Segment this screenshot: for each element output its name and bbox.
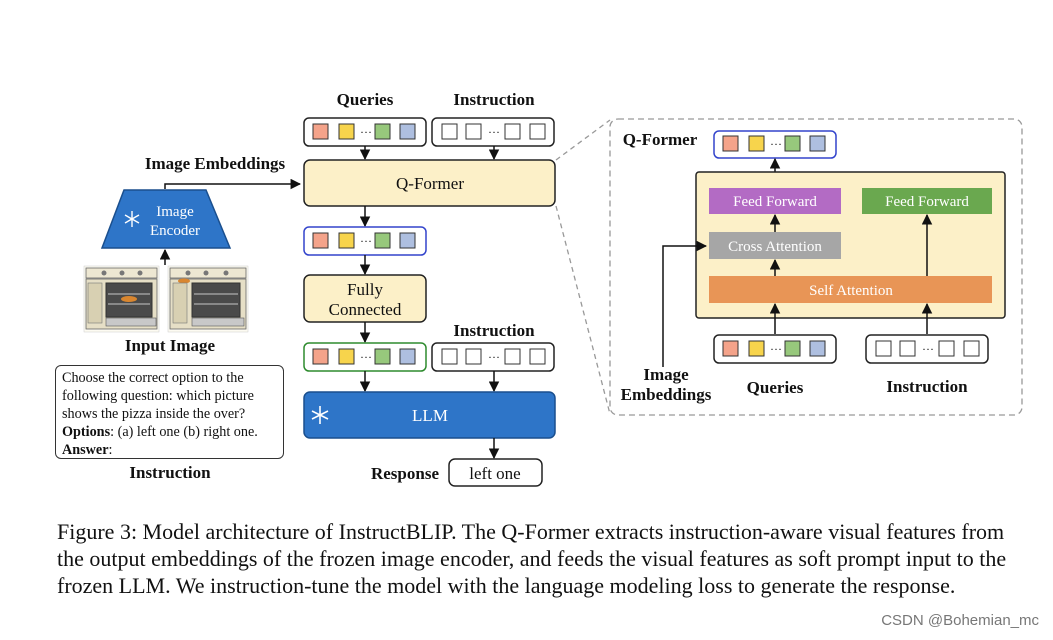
zoom-connector-bottom: [555, 205, 611, 415]
instruction-label-mid: Instruction: [453, 321, 535, 340]
fc-line1: Fully: [347, 280, 383, 299]
feed-forward-right-block: [862, 188, 992, 214]
feed-forward-left-label: Feed Forward: [733, 194, 817, 210]
ellipsis: ···: [488, 125, 500, 139]
fc-line2: Connected: [329, 300, 402, 319]
encoder-line2: Encoder: [150, 223, 200, 239]
ellipsis: ···: [360, 234, 372, 248]
watermark: CSDN @Bohemian_mc: [881, 612, 1039, 629]
instruction-tokens-detail: ···: [865, 334, 989, 364]
input-image-label: Input Image: [125, 336, 216, 355]
answer-line: Answer:: [62, 441, 277, 459]
image-embeddings-detail-line1: Image: [643, 365, 689, 384]
response-label: Response: [371, 464, 439, 483]
self-attention-label: Self Attention: [809, 283, 893, 299]
response-value: left one: [469, 464, 520, 483]
instruction-line: shows the pizza inside the over?: [62, 406, 246, 422]
feed-forward-left-block: [709, 188, 841, 214]
llm-query-tokens: ···: [303, 342, 427, 372]
zoom-connector-top: [555, 119, 611, 161]
oven-image-right: [167, 265, 249, 333]
ellipsis: ···: [770, 137, 782, 151]
snowflake-icon: [124, 211, 140, 227]
instruction-line: Choose the correct option to the: [62, 370, 244, 386]
cross-attention-block: [709, 232, 841, 259]
options-line: Options: (a) left one (b) right one.: [62, 423, 277, 441]
ellipsis: ···: [488, 350, 500, 364]
ellipsis: ···: [360, 125, 372, 139]
instruction-line: following question: which picture: [62, 388, 254, 404]
ellipsis: ···: [922, 342, 934, 356]
queries-tokens-detail: ···: [713, 334, 837, 364]
qformer-output-tokens-detail: ···: [713, 130, 837, 159]
oven-image-left: [83, 265, 160, 333]
qformer-label: Q-Former: [396, 174, 464, 193]
instruction-detail-label: Instruction: [886, 377, 968, 396]
queries-label: Queries: [337, 90, 394, 109]
response-box: [448, 458, 543, 487]
snowflake-icon: [311, 406, 329, 424]
qformer-block: [303, 159, 556, 207]
qformer-detail-title: Q-Former: [623, 130, 698, 149]
cross-attention-label: Cross Attention: [728, 239, 822, 255]
answer-colon: :: [108, 442, 113, 458]
llm-instruction-tokens: ···: [431, 342, 555, 372]
instruction-label-left: Instruction: [129, 463, 211, 482]
llm-label: LLM: [412, 406, 448, 425]
figure-caption: Figure 3: Model architecture of Instruct…: [57, 519, 1007, 598]
queries-detail-label: Queries: [747, 378, 804, 397]
query-tokens-top: ···: [303, 117, 427, 147]
options-text: : (a) left one (b) right one.: [110, 424, 258, 440]
instruction-label-top: Instruction: [453, 90, 535, 109]
encoder-line1: Image: [156, 204, 194, 220]
ellipsis: ···: [360, 350, 372, 364]
qformer-output-tokens: ···: [303, 226, 427, 256]
image-embeddings-label: Image Embeddings: [145, 154, 286, 173]
instruction-tokens-top: ···: [431, 117, 555, 147]
options-label: Options: [62, 424, 111, 440]
ellipsis: ···: [770, 342, 782, 356]
image-encoder-block: [100, 189, 232, 249]
instruction-text-box: Choose the correct option to the followi…: [55, 365, 284, 459]
llm-block: [303, 391, 556, 439]
image-embeddings-detail-line2: Embeddings: [621, 385, 712, 404]
answer-label: Answer: [62, 442, 109, 458]
feed-forward-right-label: Feed Forward: [885, 194, 969, 210]
self-attention-block: [709, 276, 992, 303]
